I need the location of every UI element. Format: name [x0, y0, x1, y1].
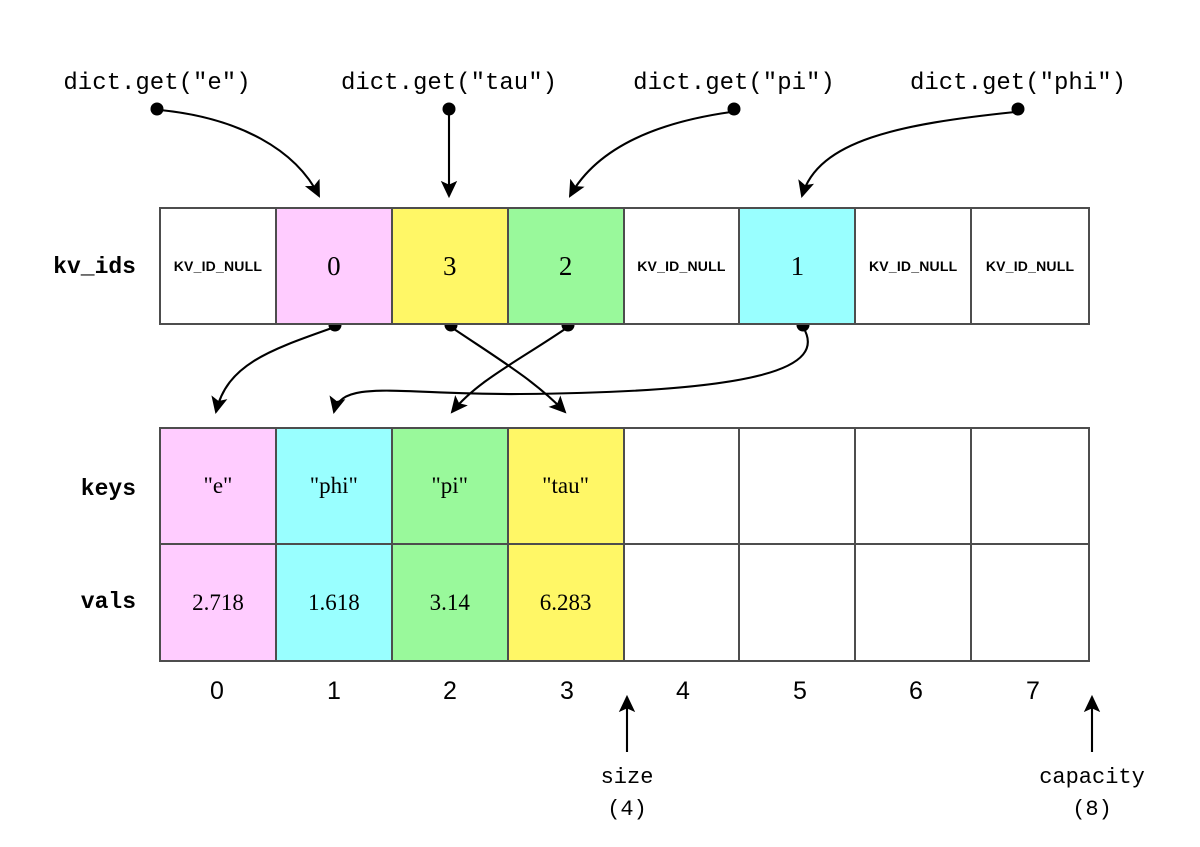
kv-ids-cell-text: 1: [790, 250, 805, 281]
vals-cell[interactable]: [624, 545, 741, 660]
kv-ids-cell-text: KV_ID_NULL: [173, 258, 263, 274]
call-dot-pi: [727, 102, 741, 116]
kv-ids-cell[interactable]: 1: [740, 209, 857, 323]
call-wire-e: [159, 108, 320, 198]
call-label-pi: dict.get("pi"): [633, 70, 835, 97]
capacity-marker-caption: capacity (8): [1039, 762, 1145, 826]
index-label-7: 7: [1026, 677, 1040, 705]
keys-cell[interactable]: [856, 429, 973, 543]
slot-link-wire-0: [211, 326, 336, 415]
vals-cell-text: 6.283: [539, 589, 592, 615]
row-label-keys: keys: [80, 476, 136, 502]
vals-cell-text: 1.618: [307, 589, 360, 615]
capacity-label: capacity: [1039, 765, 1145, 790]
index-label-6: 6: [909, 677, 923, 705]
call-wires: [159, 108, 1016, 199]
slot-link-wire-1: [329, 326, 809, 415]
index-label-5: 5: [793, 677, 807, 705]
size-value: (4): [607, 796, 647, 822]
kv-ids-cell[interactable]: KV_ID_NULL: [161, 209, 277, 323]
capacity-value: (8): [1072, 796, 1112, 822]
kv-ids-cell-text: 3: [442, 250, 457, 281]
index-label-3: 3: [560, 677, 574, 705]
index-label-2: 2: [443, 677, 457, 705]
kv-ids-cell[interactable]: KV_ID_NULL: [624, 209, 741, 323]
keys-cell-text: "e": [203, 473, 233, 498]
vals-cell[interactable]: [740, 545, 857, 660]
index-label-1: 1: [327, 677, 341, 705]
vals-cell[interactable]: 3.14: [392, 545, 509, 660]
keys-cell[interactable]: "phi": [276, 429, 393, 543]
row-label-vals: vals: [80, 589, 136, 615]
keys-cell[interactable]: [740, 429, 857, 543]
kv-ids-cell[interactable]: KV_ID_NULL: [856, 209, 973, 323]
index-label-0: 0: [210, 677, 224, 705]
call-wire-pi: [568, 110, 732, 198]
keys-array: "e" "phi" "pi" "tau": [159, 427, 1090, 544]
keys-cell-text: "pi": [431, 473, 469, 498]
vals-cell[interactable]: 6.283: [508, 545, 625, 660]
index-label-4: 4: [676, 677, 690, 705]
call-label-e: dict.get("e"): [63, 70, 251, 97]
size-label: size: [600, 765, 654, 790]
call-label-tau: dict.get("tau"): [340, 70, 558, 97]
slot-link-wires: [211, 326, 809, 415]
call-label-phi: dict.get("phi"): [909, 70, 1127, 97]
marker-arrows: [618, 694, 1101, 752]
kv-ids-cell-text: KV_ID_NULL: [637, 258, 726, 274]
slot-link-wire-2: [450, 326, 569, 414]
vals-cell[interactable]: 1.618: [276, 545, 393, 660]
vals-cell[interactable]: [972, 545, 1088, 660]
size-marker-caption: size (4): [601, 762, 654, 826]
vals-cell[interactable]: [856, 545, 973, 660]
call-dots: [150, 102, 1025, 116]
kv-ids-cell[interactable]: KV_ID_NULL: [972, 209, 1088, 323]
slot-link-wire-3: [450, 326, 567, 414]
call-wire-phi: [798, 110, 1016, 199]
vals-array: 2.718 1.618 3.14 6.283: [159, 544, 1090, 662]
keys-cell[interactable]: [972, 429, 1088, 543]
keys-cell[interactable]: "pi": [392, 429, 509, 543]
vals-cell[interactable]: 2.718: [161, 545, 277, 660]
call-dot-e: [150, 102, 164, 116]
kv-ids-cell-text: 0: [327, 250, 341, 281]
row-label-kv-ids: kv_ids: [53, 254, 136, 280]
kv-ids-cell[interactable]: 0: [276, 209, 393, 323]
kv-ids-cell[interactable]: 2: [508, 209, 625, 323]
kv-ids-cell[interactable]: 3: [392, 209, 509, 323]
kv-ids-cell-text: KV_ID_NULL: [869, 258, 958, 274]
kv-ids-cell-text: 2: [558, 250, 573, 281]
keys-cell[interactable]: "e": [161, 429, 277, 543]
keys-cell[interactable]: "tau": [508, 429, 625, 543]
keys-cell[interactable]: [624, 429, 741, 543]
kv-ids-cell-text: KV_ID_NULL: [985, 258, 1075, 274]
vals-cell-text: 3.14: [429, 589, 470, 615]
call-dot-tau: [442, 102, 456, 116]
keys-cell-text: "tau": [542, 473, 589, 498]
vals-cell-text: 2.718: [192, 589, 244, 615]
call-dot-phi: [1011, 102, 1025, 116]
keys-cell-text: "phi": [309, 473, 358, 498]
kv-ids-array: KV_ID_NULL 0 3 2 KV_ID_NULL 1 KV_ID_NULL…: [159, 207, 1090, 325]
